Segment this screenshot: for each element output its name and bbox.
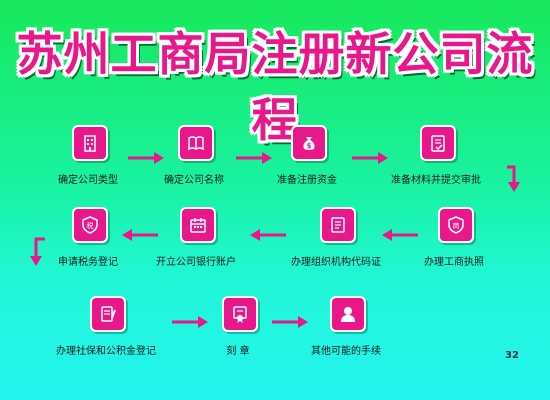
- step-label: 准备注册资金: [277, 175, 337, 186]
- svg-text:税: 税: [87, 221, 94, 230]
- step-label: 刻 章: [226, 346, 250, 357]
- step-label: 办理社保和公积金登记: [56, 346, 156, 357]
- certificate-icon: [320, 207, 356, 243]
- money-bag-icon: $: [291, 125, 327, 161]
- license-badge-icon: 商: [438, 207, 474, 243]
- step-label: 其他可能的手续: [311, 346, 381, 357]
- tax-shield-icon: 税: [72, 207, 108, 243]
- arrow-right-icon: [352, 152, 388, 164]
- building-icon: [72, 125, 108, 161]
- person-icon: [330, 296, 366, 332]
- arrow-left-icon: [122, 229, 158, 241]
- seal-certificate-icon: [222, 296, 258, 332]
- svg-text:商: 商: [453, 221, 460, 230]
- arrow-left-icon: [382, 229, 418, 241]
- step-label: 确定公司名称: [164, 175, 224, 186]
- arrow-right-icon: [128, 152, 164, 164]
- step-label: 办理工商执照: [424, 257, 484, 268]
- step-label: 办理组织机构代码证: [291, 257, 381, 268]
- arrow-left-icon: [250, 229, 286, 241]
- notebook-pen-icon: [90, 296, 126, 332]
- arrow-down-turn-icon: [30, 237, 45, 266]
- page-title: 苏州工商局注册新公司流程: [16, 27, 534, 147]
- arrow-down-turn-icon: [507, 165, 520, 192]
- book-icon: [178, 125, 214, 161]
- step-label: 开立公司银行账户: [156, 257, 236, 268]
- step-label: 准备材料并提交审批: [391, 175, 481, 186]
- svg-text:$: $: [307, 142, 312, 150]
- document-check-icon: [420, 125, 456, 161]
- arrow-right-icon: [272, 316, 308, 328]
- arrow-right-icon: [236, 152, 272, 164]
- step-label: 确定公司类型: [58, 175, 118, 186]
- step-label: 申请税务登记: [58, 257, 118, 268]
- calendar-icon: [180, 207, 216, 243]
- page-number: 32: [505, 350, 519, 361]
- arrow-right-icon: [172, 316, 208, 328]
